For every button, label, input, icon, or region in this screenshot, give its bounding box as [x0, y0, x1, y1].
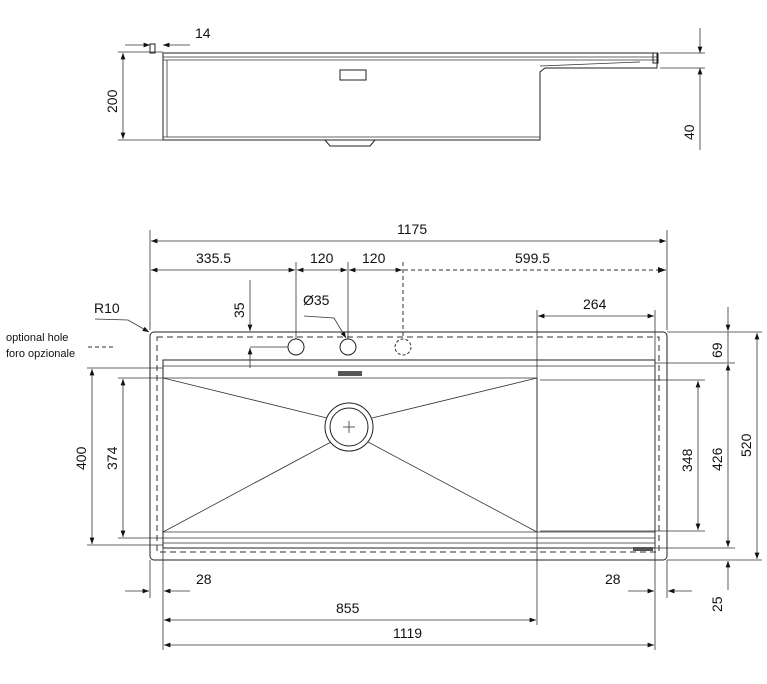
drain-icon: [324, 402, 374, 452]
dim-left-margin: 28: [196, 571, 212, 587]
dim-drainboard-height: 40: [681, 124, 697, 140]
dim-left-inner: 374: [104, 446, 120, 470]
side-view: 14 200 40: [104, 25, 705, 150]
dim-hole-spacing-1: 120: [310, 250, 334, 266]
tap-hole: [339, 338, 357, 356]
dim-hole-from-edge: 35: [231, 302, 247, 318]
dim-overall-width: 1175: [397, 221, 427, 237]
dim-bowl-depth-outer: 426: [709, 447, 725, 471]
cutout-outline: [156, 336, 660, 553]
dim-thickness: 14: [195, 25, 211, 41]
dim-right-offset: 599.5: [515, 250, 550, 266]
dim-drainboard-width: 264: [583, 296, 607, 312]
dim-front-ledge: 25: [709, 596, 725, 612]
dim-left-offset: 335.5: [196, 250, 231, 266]
optional-hole: [394, 338, 412, 356]
tap-hole: [287, 338, 305, 356]
legend-optional-hole-en: optional hole: [6, 332, 68, 344]
dim-cutout-width: 1119: [393, 625, 422, 641]
overflow-slot: [338, 371, 362, 376]
overflow-slot: [339, 69, 367, 81]
dim-height: 200: [104, 89, 120, 113]
dim-bowl-depth-inner: 348: [679, 448, 695, 472]
legend-optional-hole-it: foro opzionale: [6, 348, 75, 360]
dim-right-margin: 28: [605, 571, 621, 587]
dim-left-outer: 400: [73, 446, 89, 470]
dim-bowl-width: 855: [336, 600, 360, 616]
plan-view: 1175 335.5 120 120 599.5 35 Ø35 R10 opti…: [6, 221, 762, 650]
dim-overall-depth: 520: [738, 433, 754, 457]
sink-outline: [149, 331, 668, 561]
dim-hole-spacing-2: 120: [362, 250, 386, 266]
dim-corner-radius: R10: [94, 300, 120, 316]
dim-hole-diameter: Ø35: [303, 292, 330, 308]
dim-back-ledge: 69: [709, 342, 725, 358]
